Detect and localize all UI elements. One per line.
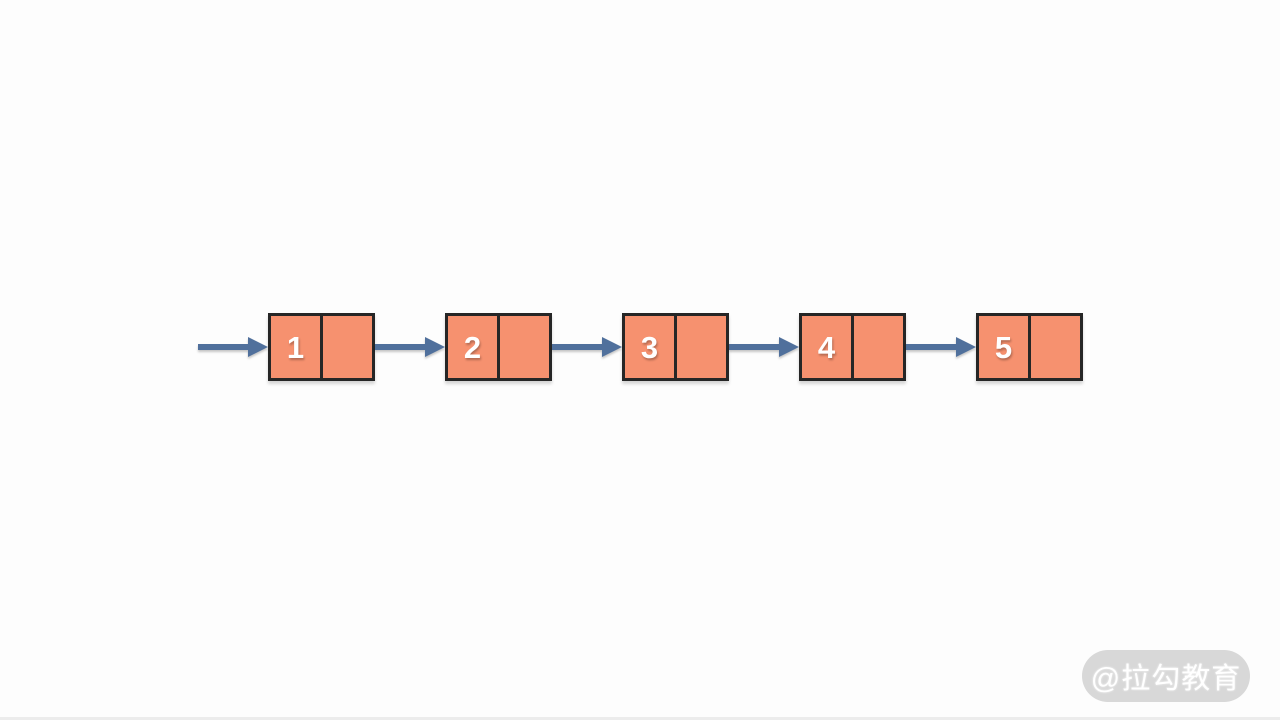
next-pointer-arrow-icon <box>729 337 799 357</box>
list-node: 1 <box>268 313 375 381</box>
node-value: 1 <box>286 329 305 365</box>
node-data-cell: 2 <box>448 316 500 378</box>
arrow-head-icon <box>779 337 799 357</box>
list-node: 4 <box>799 313 906 381</box>
node-data-cell: 1 <box>271 316 323 378</box>
node-pointer-cell <box>500 316 549 378</box>
node-pointer-cell <box>323 316 372 378</box>
watermark-badge: @拉勾教育 <box>1082 650 1250 702</box>
node-value: 3 <box>640 329 659 365</box>
node-pointer-cell <box>1031 316 1080 378</box>
arrow-shaft <box>552 344 602 350</box>
arrow-head-icon <box>425 337 445 357</box>
linked-list: 1 2 3 4 5 <box>198 313 1083 381</box>
list-node: 2 <box>445 313 552 381</box>
node-value: 4 <box>817 329 836 365</box>
node-value: 5 <box>994 329 1013 365</box>
node-data-cell: 3 <box>625 316 677 378</box>
list-node: 3 <box>622 313 729 381</box>
node-data-cell: 5 <box>979 316 1031 378</box>
arrow-shaft <box>375 344 425 350</box>
next-pointer-arrow-icon <box>552 337 622 357</box>
arrow-head-icon <box>248 337 268 357</box>
node-pointer-cell <box>854 316 903 378</box>
list-node: 5 <box>976 313 1083 381</box>
next-pointer-arrow-icon <box>906 337 976 357</box>
watermark-label: @拉勾教育 <box>1090 663 1242 695</box>
arrow-shaft <box>906 344 956 350</box>
node-data-cell: 4 <box>802 316 854 378</box>
arrow-head-icon <box>956 337 976 357</box>
arrow-shaft <box>729 344 779 350</box>
node-pointer-cell <box>677 316 726 378</box>
bottom-edge-strip <box>0 717 1280 720</box>
node-value: 2 <box>463 329 482 365</box>
head-arrow-icon <box>198 337 268 357</box>
arrow-head-icon <box>602 337 622 357</box>
next-pointer-arrow-icon <box>375 337 445 357</box>
arrow-shaft <box>198 344 248 350</box>
